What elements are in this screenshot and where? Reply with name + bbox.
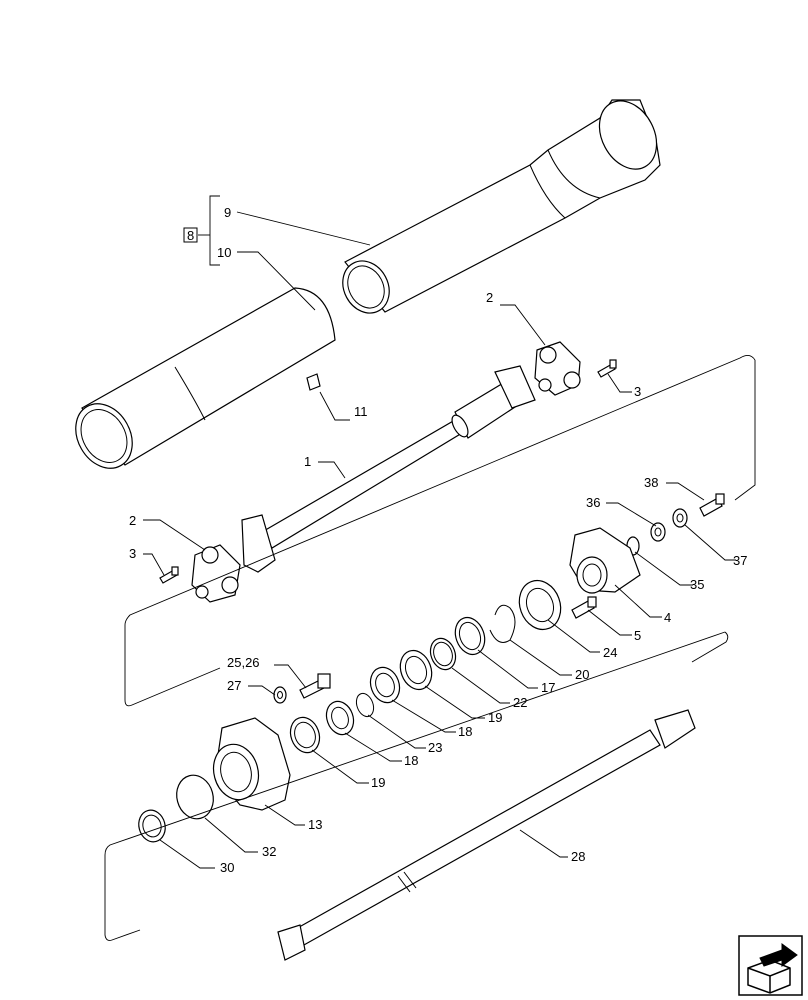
snap-ring-part-20 — [489, 604, 516, 643]
callout-18-mid: 18 — [458, 724, 472, 739]
bolt-top-part-3 — [597, 359, 617, 378]
bolt-part-25-26 — [299, 673, 331, 699]
callout-8: 8 — [187, 228, 194, 243]
bolt-part-38 — [699, 493, 725, 517]
next-page-arrow-icon[interactable] — [738, 935, 803, 996]
callout-25-26: 25,26 — [227, 655, 260, 670]
callout-bracket-8 — [183, 195, 220, 266]
group-outline-lower — [104, 631, 729, 941]
callout-2-top: 2 — [486, 290, 493, 305]
seal-part-24 — [518, 579, 562, 631]
callout-2-left: 2 — [129, 513, 136, 528]
inner-tube-part-10 — [75, 287, 336, 469]
callout-27: 27 — [227, 678, 241, 693]
propshaft-part-1 — [241, 365, 536, 573]
ring-part-19-low — [289, 716, 321, 754]
yoke-flange-part-4 — [569, 527, 641, 594]
callout-1: 1 — [304, 454, 311, 469]
callout-24: 24 — [603, 645, 617, 660]
cross-joint-left-part-2 — [191, 544, 241, 603]
snap-ring-part-23 — [355, 692, 375, 718]
washer-part-36 — [650, 522, 666, 542]
splined-shaft-part-28 — [277, 709, 696, 961]
leader-lines — [143, 211, 736, 869]
callout-18-low: 18 — [404, 753, 418, 768]
bearing-part-18-low — [325, 700, 355, 736]
callout-23: 23 — [428, 740, 442, 755]
group-outline-upper — [124, 355, 756, 707]
outer-tube-part-9 — [342, 99, 661, 314]
disc-part-32 — [176, 774, 214, 820]
needle-bearing-part-30 — [138, 809, 166, 843]
callout-13: 13 — [308, 817, 322, 832]
bolt-left-part-3 — [159, 566, 179, 584]
callout-19-low: 19 — [371, 775, 385, 790]
callout-32: 32 — [262, 844, 276, 859]
callout-28: 28 — [571, 849, 585, 864]
callout-9: 9 — [224, 205, 231, 220]
callout-30: 30 — [220, 860, 234, 875]
callout-36: 36 — [586, 495, 600, 510]
washer-part-37 — [672, 508, 688, 528]
bearing-part-18-mid — [369, 666, 401, 704]
callout-37: 37 — [733, 553, 747, 568]
cross-joint-top-part-2 — [534, 341, 581, 396]
callout-17: 17 — [541, 680, 555, 695]
grease-fitting-part-11 — [306, 373, 321, 391]
ring-part-22 — [429, 637, 457, 671]
callout-38: 38 — [644, 475, 658, 490]
callout-4: 4 — [664, 610, 671, 625]
bearing-housing-part-13 — [212, 717, 291, 811]
ring-part-19-mid — [399, 649, 433, 691]
callout-11: 11 — [354, 404, 368, 419]
callout-35: 35 — [690, 577, 704, 592]
bolt-part-5 — [571, 596, 597, 619]
callout-3-left: 3 — [129, 546, 136, 561]
callout-19-mid: 19 — [488, 710, 502, 725]
callout-10: 10 — [217, 245, 231, 260]
ring-part-17 — [454, 616, 486, 656]
washer-part-27 — [273, 686, 287, 704]
callout-5: 5 — [634, 628, 641, 643]
callout-3-top: 3 — [634, 384, 641, 399]
callout-20: 20 — [575, 667, 589, 682]
callout-22: 22 — [513, 695, 527, 710]
